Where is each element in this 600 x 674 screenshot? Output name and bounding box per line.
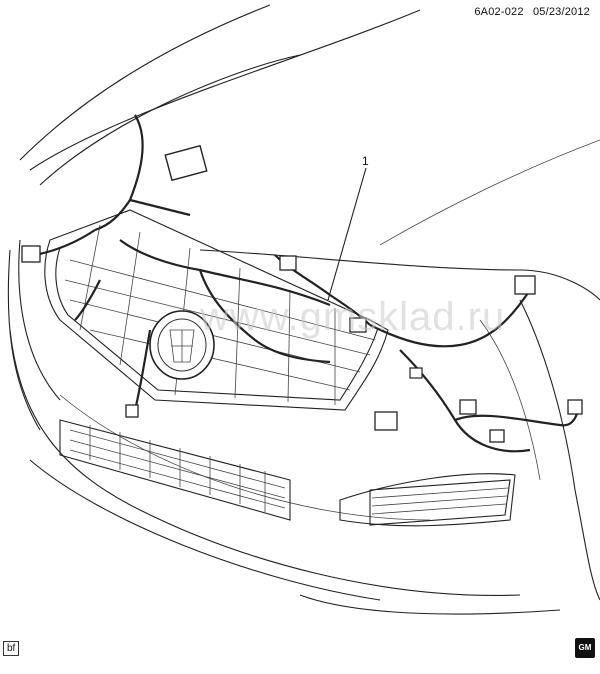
forward-lamp-wiring-harness xyxy=(34,114,580,453)
diagram-reference: 6A02-022 05/23/2012 xyxy=(474,6,590,18)
callout-leader-line xyxy=(327,167,367,301)
gm-logo-text: GM xyxy=(578,643,592,652)
diagram-code: 6A02-022 xyxy=(474,6,524,18)
cadillac-emblem xyxy=(149,310,215,380)
watermark: www.gmsklad.ru xyxy=(200,295,506,339)
lower-grille xyxy=(59,419,511,526)
corner-code: bf xyxy=(3,641,20,656)
gm-logo-icon: GM xyxy=(575,638,595,658)
front-grille xyxy=(44,209,389,411)
harness-connectors xyxy=(21,144,583,443)
car-body-outline xyxy=(7,4,600,615)
diagram-date: 05/23/2012 xyxy=(532,6,590,18)
callout-label: 1 xyxy=(362,154,369,168)
